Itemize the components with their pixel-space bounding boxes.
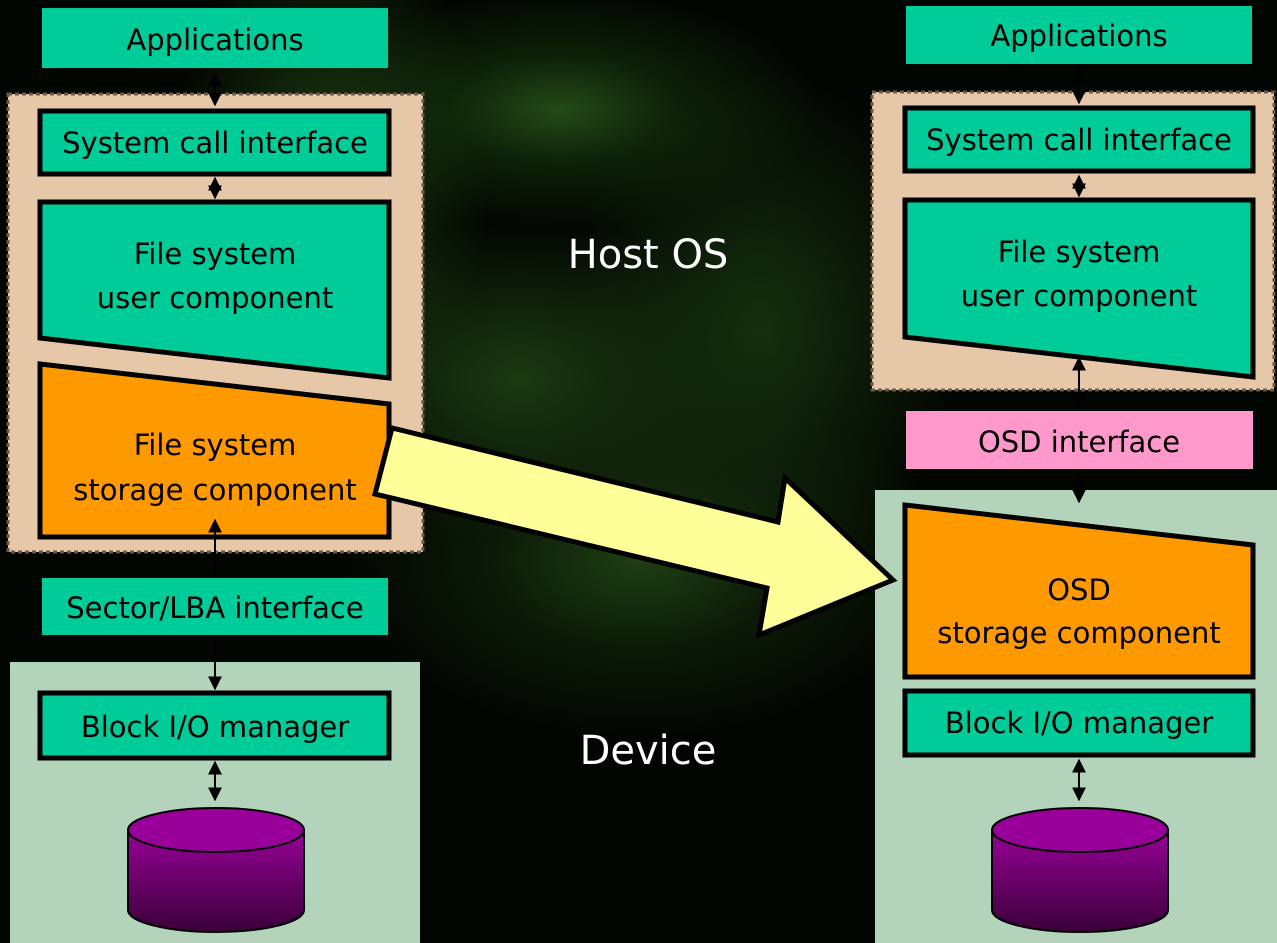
right-osd-storage-line1: OSD (1047, 573, 1111, 607)
disk-icon (991, 807, 1169, 933)
right-applications-label: Applications (990, 19, 1167, 53)
left-applications-label: Applications (126, 23, 303, 57)
left-fs-user-line2: user component (97, 281, 334, 315)
right-osd-storage-box: OSD storage component (902, 502, 1256, 680)
right-system-call-label: System call interface (926, 123, 1232, 157)
right-applications-box: Applications (906, 6, 1252, 64)
left-system-call-box: System call interface (37, 108, 392, 177)
right-fs-user-box: File system user component (902, 197, 1256, 380)
left-block-io-label: Block I/O manager (81, 710, 349, 744)
right-block-io-box: Block I/O manager (902, 688, 1256, 758)
left-sector-interface-label: Sector/LBA interface (66, 591, 363, 625)
left-fs-user-box: File system user component (37, 199, 392, 381)
left-block-io-box: Block I/O manager (37, 690, 392, 761)
host-os-label: Host OS (568, 232, 729, 278)
left-fs-storage-line1: File system (134, 428, 297, 462)
disk-icon (127, 807, 305, 933)
left-fs-user-line1: File system (134, 237, 297, 271)
right-fs-user-line1: File system (998, 235, 1161, 269)
left-applications-box: Applications (42, 8, 388, 68)
device-label: Device (580, 728, 717, 774)
right-osd-storage-line2: storage component (937, 616, 1220, 650)
left-system-call-label: System call interface (62, 126, 368, 160)
migration-arrow-icon (371, 424, 898, 640)
right-osd-interface-box: OSD interface (906, 411, 1253, 469)
right-block-io-label: Block I/O manager (945, 706, 1213, 740)
right-fs-user-line2: user component (961, 279, 1198, 313)
right-system-call-box: System call interface (902, 105, 1256, 174)
left-fs-storage-box: File system storage component (37, 361, 392, 540)
left-fs-storage-line2: storage component (73, 473, 356, 507)
right-osd-interface-label: OSD interface (978, 425, 1180, 459)
left-sector-interface-box: Sector/LBA interface (42, 578, 388, 635)
